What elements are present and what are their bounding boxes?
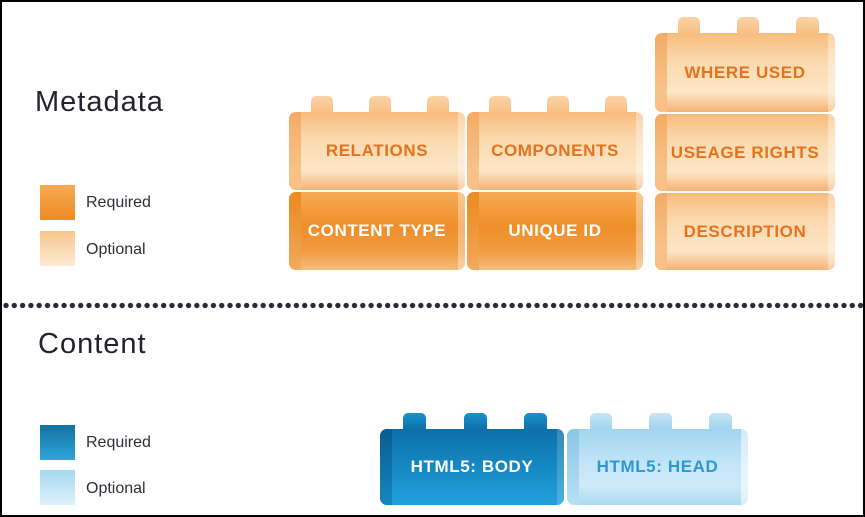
content-legend-optional-label: Optional	[86, 480, 146, 497]
brick-label: COMPONENTS	[491, 141, 619, 160]
brick-where-used: WHERE USED	[655, 17, 835, 112]
brick-stud	[547, 96, 570, 113]
brick-useage-rights: USEAGE RIGHTS	[655, 114, 835, 191]
brick-stud	[311, 96, 333, 113]
brick-label: RELATIONS	[325, 141, 429, 160]
metadata-legend-optional-swatch	[40, 231, 75, 266]
brick-label: HTML5: HEAD	[596, 457, 719, 476]
brick-description: DESCRIPTION	[655, 193, 835, 270]
brick-relations: RELATIONS	[289, 96, 465, 190]
brick-label: CONTENT TYPE	[307, 221, 447, 240]
brick-stud	[796, 17, 819, 34]
brick-label: USEAGE RIGHTS	[670, 142, 820, 162]
brick-html5-body: HTML5: BODY	[380, 413, 564, 505]
brick-label: UNIQUE ID	[508, 221, 602, 240]
brick-unique-id: UNIQUE ID	[467, 192, 643, 270]
brick-stud	[604, 96, 627, 113]
dotted-divider	[2, 302, 863, 309]
brick-stud	[708, 413, 732, 430]
content-section-title: Content	[38, 328, 147, 360]
brick-stud	[524, 413, 548, 430]
brick-label: DESCRIPTION	[683, 221, 807, 241]
brick-stud	[489, 96, 511, 113]
brick-content-type: CONTENT TYPE	[289, 192, 465, 270]
brick-label: HTML5: BODY	[410, 457, 534, 476]
brick-stud	[677, 17, 700, 34]
brick-stud	[649, 413, 672, 430]
metadata-legend-required-swatch	[40, 185, 75, 220]
brick-stud	[426, 96, 449, 113]
brick-stud	[589, 413, 613, 430]
metadata-legend-optional-label: Optional	[86, 241, 146, 258]
brick-stud	[463, 413, 487, 430]
brick-stud	[403, 413, 426, 430]
content-legend-optional-swatch	[40, 470, 75, 505]
brick-components: COMPONENTS	[467, 96, 643, 190]
brick-stud	[369, 96, 392, 113]
brick-html5-head: HTML5: HEAD	[567, 413, 748, 505]
metadata-legend-required-label: Required	[86, 194, 151, 211]
metadata-section-title: Metadata	[35, 86, 164, 118]
content-legend-required-swatch	[40, 425, 75, 460]
brick-label: WHERE USED	[684, 62, 806, 82]
brick-stud	[736, 17, 760, 34]
content-legend-required-label: Required	[86, 434, 151, 451]
